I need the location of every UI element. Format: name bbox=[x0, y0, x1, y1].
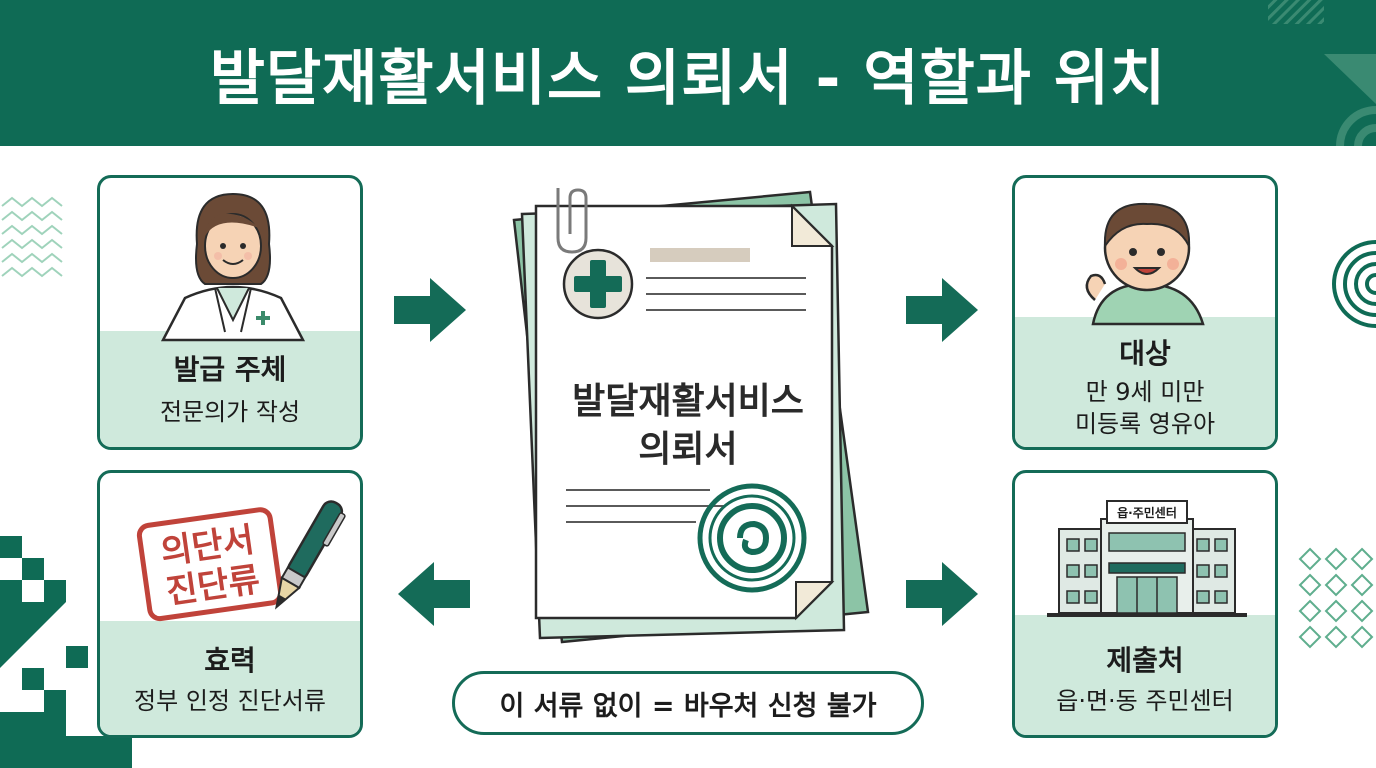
pen-icon bbox=[275, 500, 346, 610]
doctor-icon bbox=[160, 192, 306, 342]
building-sign-text: 읍·주민센터 bbox=[1117, 505, 1177, 520]
checker-pattern-icon bbox=[0, 536, 132, 768]
arrow-right-icon bbox=[906, 278, 978, 342]
stamp-icon: 의단서 진단류 bbox=[136, 507, 284, 622]
header-decoration-icon bbox=[1268, 0, 1376, 147]
header-band: 발달재활서비스 의뢰서 - 역할과 위치 bbox=[0, 0, 1376, 147]
paperclip-icon bbox=[556, 188, 588, 254]
issuer-card-band bbox=[100, 331, 360, 447]
seal-icon bbox=[697, 483, 807, 593]
target-line1: 만 9세 미만 bbox=[1085, 378, 1205, 406]
submit-card-band bbox=[1015, 615, 1275, 735]
document-title-line2: 의뢰서 bbox=[638, 429, 738, 470]
submit-card: 읍·주민센터 제출처 읍·면·동 주민센터 bbox=[1012, 470, 1278, 738]
voucher-warning: 이 서류 없이 = 바우처 신청 불가 bbox=[452, 671, 924, 735]
validity-card-band bbox=[100, 621, 360, 735]
issuer-text: 전문의가 작성 bbox=[159, 398, 301, 426]
validity-text: 정부 인정 진단서류 bbox=[134, 687, 326, 715]
submit-heading: 제출처 bbox=[1106, 644, 1184, 677]
zigzag-pattern-icon bbox=[1, 196, 63, 278]
validity-heading: 효력 bbox=[204, 644, 256, 677]
concentric-rings-icon bbox=[1332, 240, 1376, 328]
validity-card: 의단서 진단류 효력 정부 인정 진단서류 bbox=[97, 470, 363, 738]
document-title-line1: 발달재활서비스 bbox=[572, 381, 804, 422]
target-card-band bbox=[1015, 317, 1275, 447]
arrow-right-icon bbox=[394, 278, 466, 342]
diamond-pattern-icon bbox=[1298, 547, 1374, 649]
document-stack-icon bbox=[512, 188, 870, 644]
issuer-heading: 발급 주체 bbox=[173, 353, 287, 386]
submit-text: 읍·면·동 주민센터 bbox=[1056, 687, 1234, 715]
target-heading: 대상 bbox=[1119, 337, 1171, 370]
target-line2: 미등록 영유아 bbox=[1074, 410, 1216, 438]
issuer-card: 발급 주체 전문의가 작성 bbox=[97, 175, 363, 450]
arrow-right-icon bbox=[906, 562, 978, 626]
target-card: 대상 만 9세 미만 미등록 영유아 bbox=[1012, 175, 1278, 450]
child-icon bbox=[1085, 202, 1205, 326]
building-icon: 읍·주민센터 bbox=[1047, 500, 1247, 617]
page-title: 발달재활서비스 의뢰서 - 역할과 위치 bbox=[209, 43, 1167, 114]
arrow-left-icon bbox=[398, 562, 470, 626]
